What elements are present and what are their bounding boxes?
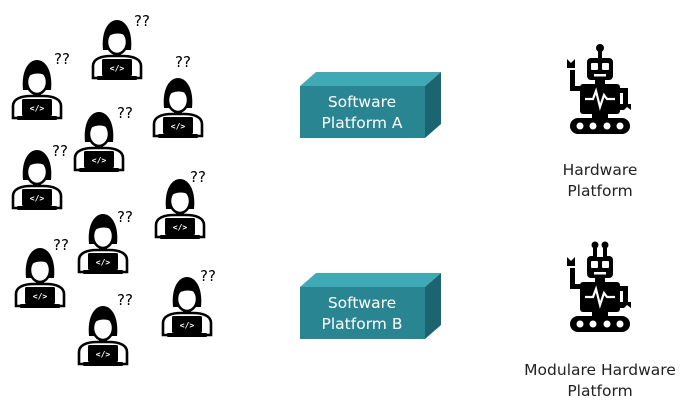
box-a-side	[425, 72, 441, 138]
developer-5: ??	[11, 142, 68, 212]
question-marks: ??	[53, 236, 69, 254]
developer-3: ??	[152, 53, 204, 140]
developer-9: ??	[161, 267, 216, 339]
question-marks: ??	[117, 208, 133, 226]
platform-b-line1: Software	[328, 294, 396, 312]
question-marks: ??	[190, 168, 206, 186]
developer-1: ??	[91, 12, 150, 82]
developer-7: ??	[77, 208, 133, 276]
software-platform-b-box: Software Platform B	[300, 273, 441, 339]
platform-b-line2: Platform B	[322, 315, 403, 333]
question-marks: ??	[54, 50, 70, 68]
modular-robot-icon	[565, 240, 633, 334]
platform-a-line2: Platform A	[322, 114, 403, 132]
question-marks: ??	[175, 53, 191, 71]
developer-8: ??	[14, 236, 69, 310]
box-b-front	[300, 287, 425, 339]
developer-4: ??	[73, 104, 133, 174]
box-b-side	[425, 273, 441, 339]
developer-2: ??	[11, 50, 70, 122]
box-a-top	[300, 72, 441, 86]
question-marks: ??	[52, 142, 68, 160]
software-platform-a-box: Software Platform A	[300, 72, 441, 138]
modular-hardware-line2: Platform	[567, 382, 632, 400]
hardware-platform-line1: Hardware	[563, 161, 638, 179]
question-marks: ??	[200, 267, 216, 285]
developer-10: ??	[77, 291, 133, 368]
robot-icon	[565, 42, 633, 136]
developer-laptop-icon	[152, 76, 204, 140]
developer-laptop-icon	[73, 110, 125, 174]
question-marks: ??	[117, 104, 133, 122]
developer-laptop-icon	[14, 246, 66, 310]
box-a-front	[300, 86, 425, 138]
box-b-top	[300, 273, 441, 287]
question-marks: ??	[134, 12, 150, 30]
modular-hardware-line1: Modulare Hardware	[524, 361, 676, 379]
developer-6: ??	[154, 168, 206, 241]
developer-laptop-icon	[77, 304, 129, 368]
developer-group: ????????????????????	[11, 12, 216, 368]
developer-laptop-icon	[154, 177, 206, 241]
developer-laptop-icon	[161, 275, 213, 339]
developer-laptop-icon	[11, 58, 63, 122]
question-marks: ??	[117, 291, 133, 309]
hardware-platform-line2: Platform	[567, 182, 632, 200]
platform-a-line1: Software	[328, 93, 396, 111]
